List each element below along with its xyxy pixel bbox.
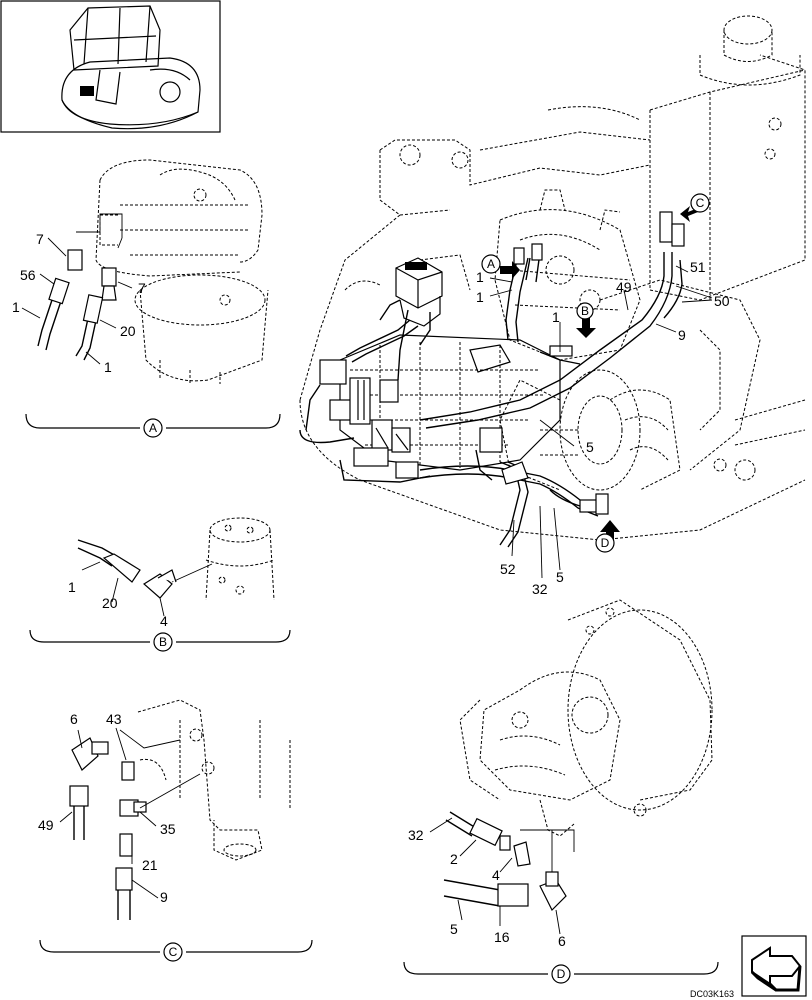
label-m-1-b: 1 xyxy=(476,289,484,305)
upper-frame-outline xyxy=(299,106,806,541)
fitting-7-b xyxy=(101,267,117,287)
locator-inset xyxy=(0,0,221,133)
label-a-56: 56 xyxy=(20,267,36,283)
label-d-4: 4 xyxy=(492,867,500,883)
label-c-21: 21 xyxy=(142,857,158,873)
view-b-marker: B xyxy=(159,635,167,649)
fitting-7-a xyxy=(67,249,83,271)
label-b-20: 20 xyxy=(102,595,118,611)
label-m-1-a: 1 xyxy=(476,269,484,285)
label-d-6: 6 xyxy=(558,933,566,949)
label-m-32: 32 xyxy=(532,581,548,597)
callout-b: B xyxy=(581,304,589,318)
label-a-1-bottom: 1 xyxy=(104,359,112,375)
callout-c: C xyxy=(696,196,705,210)
main-hoses xyxy=(299,211,685,548)
label-m-50: 50 xyxy=(714,293,730,309)
tank-outline xyxy=(649,15,806,301)
drawing-code: DC03K163 xyxy=(690,989,734,999)
main-assembly: A B C D 1 1 1 49 51 50 9 5 52 32 5 xyxy=(299,15,806,597)
arrow-b-icon xyxy=(576,318,596,338)
label-a-20: 20 xyxy=(120,323,136,339)
callout-d: D xyxy=(601,536,610,550)
label-m-5-a: 5 xyxy=(586,439,594,455)
arrow-d-icon xyxy=(600,520,620,542)
motor-port-outline xyxy=(205,517,275,601)
swing-motor-outline xyxy=(95,159,269,384)
label-d-16: 16 xyxy=(494,929,510,945)
excavator-thumbnail xyxy=(61,5,201,130)
view-c-marker: C xyxy=(169,945,178,959)
label-m-5-b: 5 xyxy=(556,569,564,585)
view-a-marker: A xyxy=(149,421,157,435)
arrow-a-icon xyxy=(500,261,520,279)
view-d-detail: 32 2 4 5 16 6 D xyxy=(403,599,719,984)
label-d-32: 32 xyxy=(408,827,424,843)
label-d-5: 5 xyxy=(450,921,458,937)
pump-cluster xyxy=(494,189,641,491)
view-arrows xyxy=(500,206,698,542)
label-m-9: 9 xyxy=(678,327,686,343)
direction-arrow-icon xyxy=(751,946,802,986)
label-c-6: 6 xyxy=(70,711,78,727)
main-pump-outline xyxy=(459,599,713,837)
label-m-51: 51 xyxy=(690,259,706,275)
label-c-43: 43 xyxy=(106,711,122,727)
label-m-1-c: 1 xyxy=(552,309,560,325)
label-c-9: 9 xyxy=(160,889,168,905)
label-c-35: 35 xyxy=(160,821,176,837)
view-c-detail: 6 43 49 35 21 9 C xyxy=(38,699,313,962)
label-b-1: 1 xyxy=(68,579,76,595)
label-m-49: 49 xyxy=(616,279,632,295)
label-b-4: 4 xyxy=(160,613,168,629)
label-a-7-right: 7 xyxy=(138,280,146,296)
view-d-marker: D xyxy=(557,967,566,981)
label-a-1-left: 1 xyxy=(12,299,20,315)
control-valve xyxy=(319,257,561,479)
direction-icon-box xyxy=(741,935,807,997)
label-d-2: 2 xyxy=(450,851,458,867)
label-c-49: 49 xyxy=(38,817,54,833)
view-b-detail: 1 20 4 B xyxy=(29,517,291,652)
view-a-detail: 7 56 7 1 20 1 A xyxy=(12,159,281,438)
label-a-7-top: 7 xyxy=(36,231,44,247)
port-block-outline xyxy=(137,699,291,861)
label-m-52: 52 xyxy=(500,561,516,577)
callout-a: A xyxy=(487,257,495,271)
